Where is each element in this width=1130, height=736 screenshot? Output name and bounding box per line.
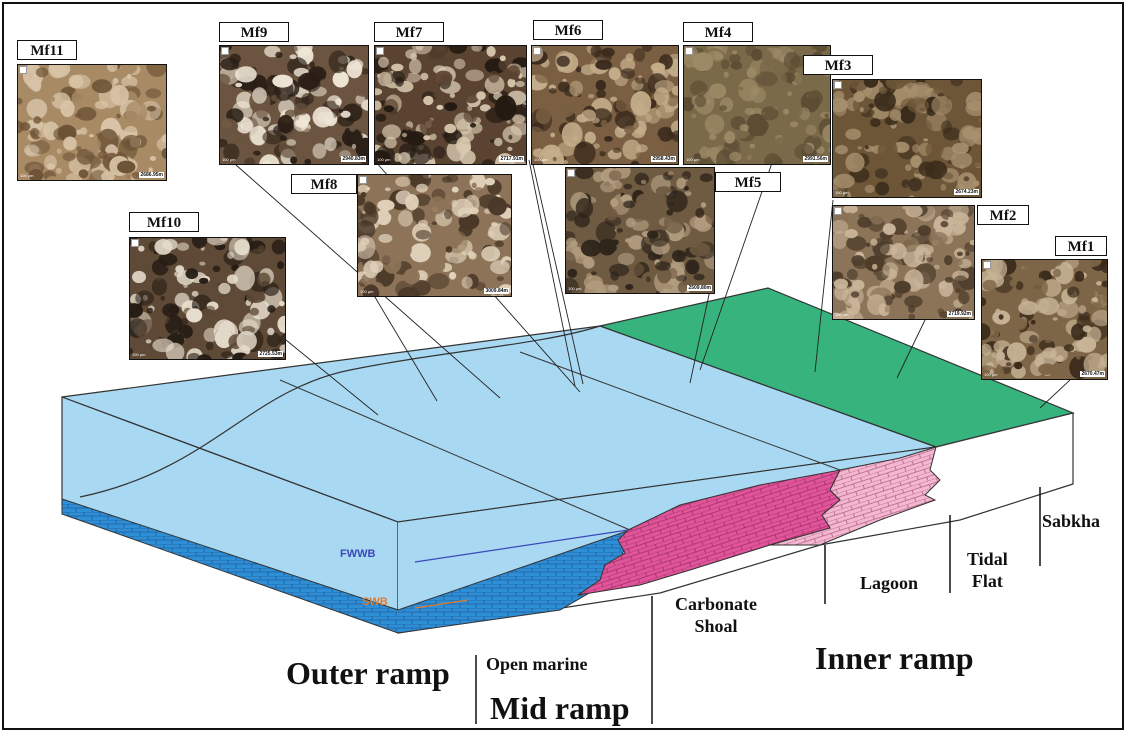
scale-bar-label: 100 µm (132, 352, 146, 357)
scale-bar-label: 100 µm (686, 157, 700, 162)
outer-ramp-label: Outer ramp (286, 655, 450, 691)
microfacies-label-mf2: Mf2 (977, 205, 1029, 225)
profile-line-a (279, 379, 631, 531)
photo-corner-marker (359, 176, 367, 184)
scale-bar-label: 100 µm (984, 372, 998, 377)
fwwb-line (414, 529, 629, 563)
thin-section-texture (833, 206, 974, 319)
thin-section-texture (532, 46, 678, 164)
sample-depth: 3009.84m (484, 288, 509, 294)
microfacies-photo-mf7: 100 µm 2717.91m (374, 45, 527, 165)
photo-corner-marker (131, 239, 139, 247)
sample-depth: 2674.23m (954, 189, 979, 195)
microfacies-photo-mf6: 100 µm 2958.43m (531, 45, 679, 165)
photo-corner-marker (685, 47, 693, 55)
fwwb-label: FWWB (340, 548, 376, 560)
thin-section-texture (358, 175, 511, 296)
thin-section-texture (220, 46, 368, 164)
microfacies-photo-mf11: 100 µm 2686.95m (17, 64, 167, 181)
sabkha-label: Sabkha (1042, 511, 1101, 531)
thin-section-texture (375, 46, 526, 164)
thin-section-texture (566, 168, 714, 293)
sample-depth: 2940.83m (341, 156, 366, 162)
carbonate-shoal-line-1: Carbonate (675, 594, 757, 614)
microfacies-label-mf5: Mf5 (715, 172, 781, 192)
open-marine-label: Open marine (486, 654, 588, 674)
sea-floor-layer (61, 498, 631, 634)
microfacies-label-mf1: Mf1 (1055, 236, 1107, 256)
tidal-flat-line-2: Flat (971, 571, 1003, 591)
tidal-flat-label: Tidal Flat (967, 548, 1008, 592)
photo-corner-marker (221, 47, 229, 55)
scale-bar-label: 100 µm (360, 289, 374, 294)
microfacies-photo-mf1: 100 µm 2670.47m (981, 259, 1108, 380)
photo-corner-marker (834, 81, 842, 89)
microfacies-photo-mf9: 100 µm 2940.83m (219, 45, 369, 165)
sample-depth: 2725.53m (258, 351, 283, 357)
photo-corner-marker (834, 207, 842, 215)
photo-corner-marker (567, 169, 575, 177)
microfacies-label-mf9: Mf9 (219, 22, 289, 42)
thin-section-texture (684, 46, 830, 164)
sample-depth: 2958.43m (651, 156, 676, 162)
thin-section-texture (833, 80, 981, 197)
microfacies-label-mf6: Mf6 (533, 20, 603, 40)
sample-depth: 2670.47m (1080, 371, 1105, 377)
swb-line (414, 599, 469, 609)
sample-depth: 2509.80m (687, 285, 712, 291)
carbonate-shoal-line-2: Shoal (694, 616, 738, 636)
swb-label: SWB (362, 596, 388, 608)
inner-boundary-line (397, 446, 937, 523)
scale-bar-label: 100 µm (835, 190, 849, 195)
photo-corner-marker (983, 261, 991, 269)
microfacies-photo-mf8: 100 µm 3009.84m (357, 174, 512, 297)
scale-bar-label: 100 µm (568, 286, 582, 291)
microfacies-photo-mf3: 100 µm 2674.23m (832, 79, 982, 198)
photo-corner-marker (19, 66, 27, 74)
microfacies-photo-mf5: 100 µm 2509.80m (565, 167, 715, 294)
photo-corner-marker (376, 47, 384, 55)
microfacies-label-mf10: Mf10 (129, 212, 199, 232)
carbonate-shoal-label: Carbonate Shoal (675, 593, 757, 637)
zone-tick-lines (475, 487, 1041, 724)
scale-bar-label: 100 µm (20, 173, 34, 178)
microfacies-label-mf8: Mf8 (291, 174, 357, 194)
scale-bar-label: 100 µm (835, 312, 849, 317)
inner-ramp-label: Inner ramp (815, 640, 974, 676)
thin-section-texture (130, 238, 285, 359)
microfacies-photo-mf10: 100 µm 2725.53m (129, 237, 286, 360)
scale-bar-label: 100 µm (222, 157, 236, 162)
scale-bar-label: 100 µm (377, 157, 391, 162)
sample-depth: 2719.92m (947, 311, 972, 317)
surface-curve (79, 325, 601, 498)
tidal-flat-line-1: Tidal (967, 549, 1008, 569)
microfacies-label-mf7: Mf7 (374, 22, 444, 42)
mid-ramp-label: Mid ramp (490, 690, 630, 726)
lagoon-label: Lagoon (860, 573, 919, 593)
scale-bar-label: 100 µm (534, 157, 548, 162)
thin-section-texture (982, 260, 1107, 379)
sample-depth: 2717.91m (499, 156, 524, 162)
profile-line-b (519, 351, 841, 471)
sample-depth: 2991.56m (803, 156, 828, 162)
microfacies-label-mf3: Mf3 (803, 55, 873, 75)
microfacies-photo-mf2: 100 µm 2719.92m (832, 205, 975, 320)
sample-depth: 2686.95m (139, 172, 164, 178)
photo-corner-marker (533, 47, 541, 55)
microfacies-photo-mf4: 100 µm 2991.56m (683, 45, 831, 165)
microfacies-label-mf4: Mf4 (683, 22, 753, 42)
microfacies-label-mf11: Mf11 (17, 40, 77, 60)
thin-section-texture (18, 65, 166, 180)
